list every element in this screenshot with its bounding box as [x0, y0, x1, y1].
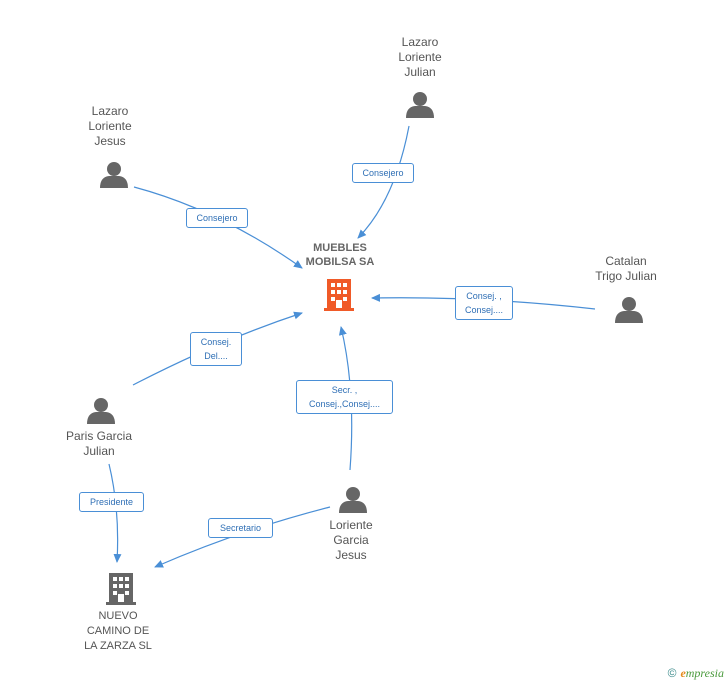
edge-label-consejero[interactable]: Consejero: [186, 208, 248, 228]
person-name-line: Lazaro: [401, 35, 439, 49]
person-label-lazaro-jesus[interactable]: Lazaro Loriente Jesus: [60, 104, 160, 149]
company-building-icon[interactable]: [106, 573, 136, 605]
person-name-line: Catalan: [605, 254, 647, 268]
person-icon-lazaro-julian[interactable]: [406, 92, 434, 118]
edge-label-consej[interactable]: Consej. , Consej....: [455, 286, 513, 320]
person-name-line: Loriente: [329, 518, 373, 532]
person-icon-paris[interactable]: [87, 398, 115, 424]
edge-label-text: Consejero: [196, 213, 238, 223]
main-company-label[interactable]: MUEBLES MOBILSA SA: [290, 241, 390, 269]
edge-label-secretario[interactable]: Secretario: [208, 518, 273, 538]
brand-name: mpresia: [685, 666, 724, 680]
person-icon-lazaro-jesus[interactable]: [100, 162, 128, 188]
person-name-line: Jesus: [335, 548, 367, 562]
person-name-line: Garcia: [333, 533, 369, 547]
person-name-line: Loriente: [88, 119, 132, 133]
person-label-catalan[interactable]: Catalan Trigo Julian: [576, 254, 676, 284]
edge-label-consejero[interactable]: Consejero: [352, 163, 414, 183]
company-label[interactable]: NUEVO CAMINO DE LA ZARZA SL: [68, 609, 168, 654]
edge-label-text: Consej. ,: [466, 291, 502, 301]
edge-label-text: Consejero: [362, 168, 404, 178]
person-icon-catalan[interactable]: [615, 297, 643, 323]
edge-label-presidente[interactable]: Presidente: [79, 492, 144, 512]
main-company-name-line: MOBILSA SA: [305, 256, 375, 268]
person-name-line: Lazaro: [91, 104, 129, 118]
brand-initial: e: [680, 666, 686, 680]
edge-paris-to-company: [108, 463, 122, 563]
person-label-lazaro-julian[interactable]: Lazaro Loriente Julian: [370, 35, 470, 80]
person-name-line: Loriente: [398, 50, 442, 64]
person-name-line: Trigo Julian: [595, 269, 657, 283]
person-name-line: Paris Garcia: [65, 429, 133, 443]
edge-label-text: Del....: [204, 351, 228, 361]
company-name-line: LA ZARZA SL: [84, 640, 152, 652]
edge-label-text: Secretario: [219, 523, 262, 533]
person-name-line: Julian: [404, 65, 436, 79]
person-label-loriente-garcia[interactable]: Loriente Garcia Jesus: [301, 518, 401, 563]
edge-label-text: Consej.,Consej....: [308, 399, 381, 409]
company-name-line: NUEVO: [98, 610, 138, 622]
edge-lazaro-julian-to-main: [357, 125, 410, 239]
person-label-paris[interactable]: Paris Garcia Julian: [49, 429, 149, 459]
edge-label-consej-del[interactable]: Consej. Del....: [190, 332, 242, 366]
edge-label-text: Consej.: [200, 337, 232, 347]
person-icon-loriente-garcia[interactable]: [339, 487, 367, 513]
person-name-line: Julian: [83, 444, 115, 458]
person-name-line: Jesus: [94, 134, 126, 148]
main-company-name-line: MUEBLES: [313, 242, 367, 254]
edge-label-secr-consej[interactable]: Secr. , Consej.,Consej....: [296, 380, 393, 414]
edge-label-text: Presidente: [89, 497, 134, 507]
main-company-building-icon[interactable]: [324, 278, 354, 311]
copyright-icon: ©: [667, 666, 677, 680]
edge-label-text: Consej....: [464, 305, 504, 315]
empresia-brand[interactable]: ©empresia: [668, 666, 724, 681]
company-name-line: CAMINO DE: [86, 625, 150, 637]
edge-label-text: Secr. ,: [331, 385, 358, 395]
